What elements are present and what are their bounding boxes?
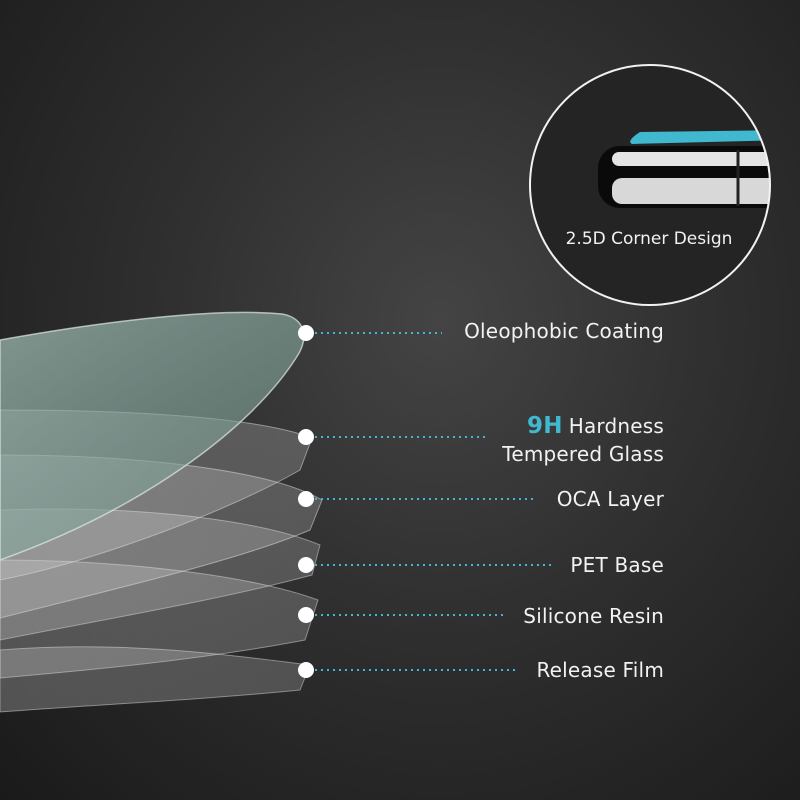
oleophobic-coating-sheet bbox=[0, 311, 305, 561]
callout-tempered bbox=[298, 429, 488, 445]
callout-oleophobic bbox=[298, 325, 442, 341]
callout-oca bbox=[298, 491, 535, 507]
callout-release bbox=[298, 662, 518, 678]
label-oca-layer: OCA Layer bbox=[556, 487, 664, 511]
corner-design-inset bbox=[529, 64, 771, 306]
label-oleophobic-coating: Oleophobic Coating bbox=[464, 319, 664, 343]
phone-edge-icon bbox=[598, 130, 770, 208]
tempered-glass-text: Tempered Glass bbox=[502, 442, 664, 466]
hardness-highlight: 9H bbox=[527, 413, 563, 439]
callout-silicone bbox=[298, 607, 505, 623]
inset-caption: 2.5D Corner Design bbox=[565, 229, 733, 249]
label-silicone-resin: Silicone Resin bbox=[523, 604, 664, 628]
label-release-film: Release Film bbox=[536, 658, 664, 682]
hardness-text: Hardness bbox=[568, 414, 664, 438]
label-pet-base: PET Base bbox=[570, 553, 664, 577]
callout-pet bbox=[298, 557, 552, 573]
